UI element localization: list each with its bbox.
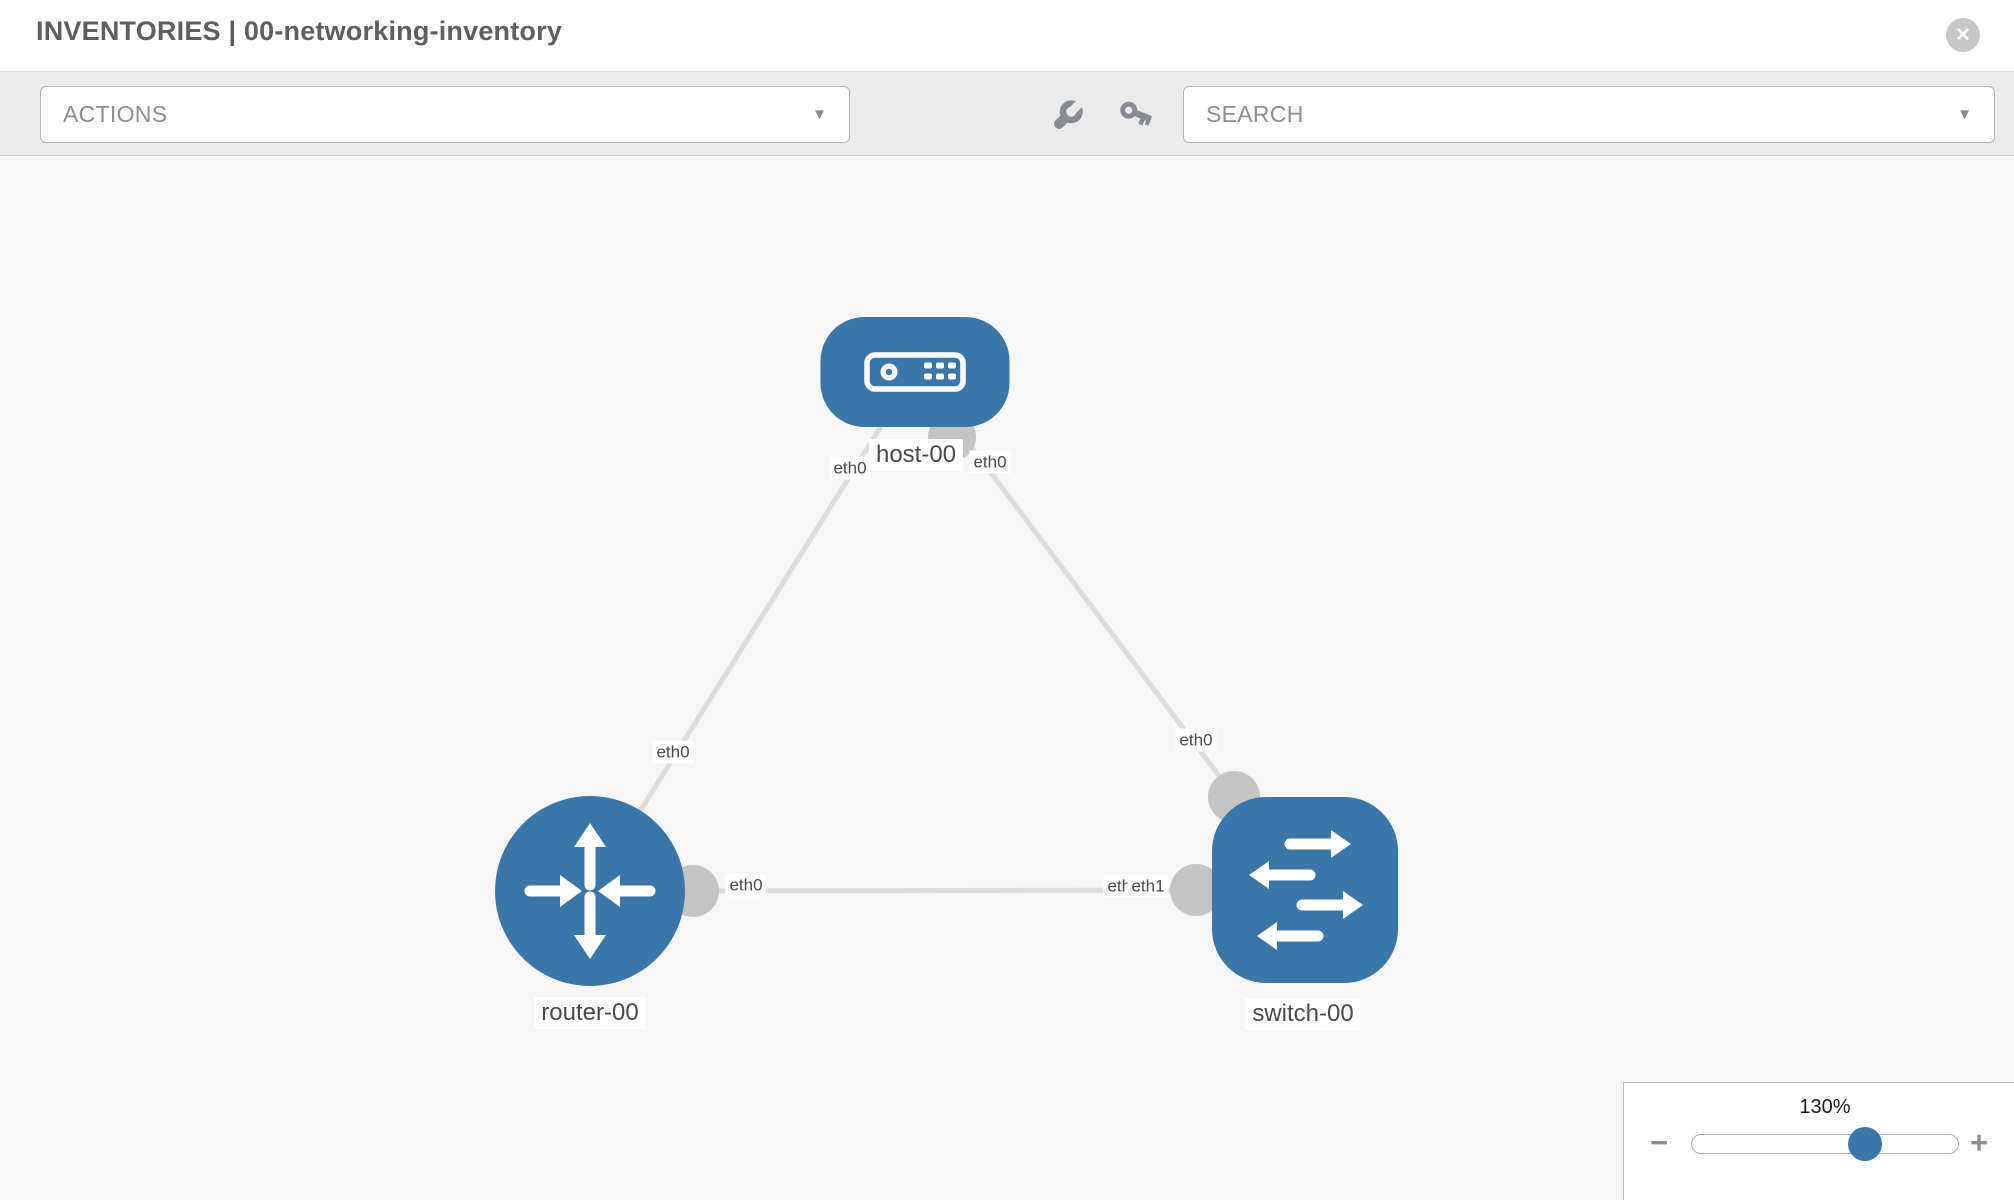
interface-label: eth0 <box>969 450 1011 474</box>
zoom-panel: 130% − + <box>1623 1082 2014 1200</box>
toolbar: ACTIONS ▼ <box>0 72 2014 156</box>
interface-label: eth0 <box>1175 728 1217 752</box>
node-label-host-00[interactable]: host-00 <box>868 439 964 471</box>
interface-port[interactable] <box>1170 864 1222 916</box>
interface-label: eth0 <box>652 740 694 764</box>
page-title: INVENTORIES | 00-networking-inventory <box>36 16 563 46</box>
router-icon <box>524 823 656 959</box>
interface-label: eth0 <box>725 873 767 897</box>
zoom-slider-track[interactable] <box>1691 1134 1959 1154</box>
actions-dropdown[interactable]: ACTIONS ▼ <box>40 86 850 143</box>
switch-icon <box>1249 830 1363 950</box>
host-icon <box>864 352 966 392</box>
actions-dropdown-label: ACTIONS <box>63 101 168 127</box>
zoom-level-label: 130% <box>1799 1096 1851 1118</box>
zoom-in-button[interactable]: + <box>1970 1125 1989 1160</box>
node-host-00[interactable] <box>820 317 1010 427</box>
wrench-icon[interactable] <box>1049 98 1085 134</box>
search-dropdown-label: SEARCH <box>1206 101 1304 127</box>
zoom-out-button[interactable]: − <box>1650 1125 1669 1160</box>
topology-svg <box>495 317 1398 986</box>
close-icon[interactable]: ✕ <box>1946 18 1980 52</box>
node-label-switch-00[interactable]: switch-00 <box>1245 998 1361 1030</box>
node-router-00[interactable] <box>495 796 685 986</box>
search-dropdown[interactable]: SEARCH ▼ <box>1183 86 1995 143</box>
interface-label: eth0 <box>829 456 871 480</box>
chevron-down-icon: ▼ <box>1957 106 1972 123</box>
node-switch-00[interactable] <box>1212 797 1398 983</box>
zoom-slider-thumb[interactable] <box>1848 1127 1883 1161</box>
header: INVENTORIES | 00-networking-inventory ✕ <box>0 0 2014 72</box>
key-icon[interactable] <box>1117 98 1153 134</box>
chevron-down-icon: ▼ <box>812 106 827 123</box>
node-label-router-00[interactable]: router-00 <box>534 997 646 1029</box>
interface-label: eth1 <box>1127 874 1169 898</box>
